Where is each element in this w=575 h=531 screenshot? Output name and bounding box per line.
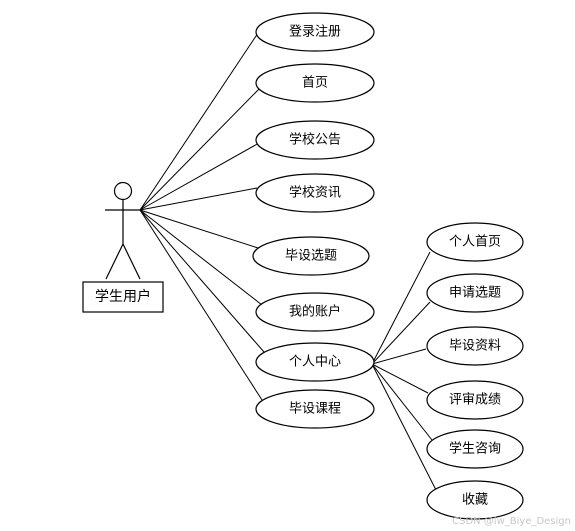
assoc-personal-home: [371, 251, 431, 365]
use-case-materials-label: 毕设资料: [449, 339, 501, 354]
use-case-materials[interactable]: 毕设资料: [426, 326, 524, 366]
use-case-favorites-label: 收藏: [462, 493, 488, 508]
use-case-consult-ellipse: [426, 429, 524, 469]
use-case-login-ellipse: [255, 12, 375, 52]
use-case-personal-home-label: 个人首页: [449, 235, 501, 250]
actor-left-leg: [105, 243, 124, 280]
assoc-login: [139, 26, 263, 211]
use-case-topic-ellipse: [252, 236, 370, 276]
use-case-news-label: 学校资讯: [289, 185, 341, 201]
use-case-home[interactable]: 首页: [255, 63, 375, 103]
actor-associations: [139, 26, 265, 401]
use-case-notice-label: 学校公告: [289, 132, 341, 148]
use-case-personal-home[interactable]: 个人首页: [426, 222, 524, 262]
assoc-account: [139, 209, 263, 306]
use-case-apply-topic[interactable]: 申请选题: [426, 273, 524, 313]
use-case-login[interactable]: 登录注册: [255, 12, 375, 52]
use-case-materials-ellipse: [426, 326, 524, 366]
assoc-topic: [139, 209, 259, 249]
use-case-grades-ellipse: [426, 380, 524, 420]
assoc-home: [139, 87, 261, 211]
actor-label-box: 学生用户: [82, 281, 164, 313]
use-case-course-ellipse: [255, 389, 375, 429]
assoc-favorites: [371, 363, 437, 491]
use-case-center-ellipse: [255, 342, 375, 382]
use-case-center-label: 个人中心: [289, 355, 341, 370]
use-case-favorites[interactable]: 收藏: [426, 480, 524, 520]
use-case-news[interactable]: 学校资讯: [255, 173, 375, 213]
use-case-home-label: 首页: [302, 76, 328, 91]
center-associations: [371, 251, 437, 491]
actor-label: 学生用户: [95, 288, 151, 305]
use-case-center[interactable]: 个人中心: [255, 342, 375, 382]
use-case-personal-home-ellipse: [426, 222, 524, 262]
use-case-course[interactable]: 毕设课程: [255, 389, 375, 429]
use-case-consult-label: 学生咨询: [449, 441, 501, 457]
actor-head: [113, 181, 133, 201]
use-case-apply-topic-ellipse: [426, 273, 524, 313]
use-case-account-label: 我的账户: [289, 304, 341, 320]
actor-right-leg: [122, 243, 141, 280]
actor-figure: [105, 181, 141, 280]
actor-label-frame: [82, 281, 164, 313]
use-case-topic-label: 毕设选题: [285, 249, 337, 264]
assoc-center: [139, 209, 265, 353]
use-case-grades-label: 评审成绩: [449, 393, 501, 408]
assoc-course: [139, 209, 263, 401]
assoc-consult: [371, 363, 433, 441]
assoc-notice: [139, 142, 260, 211]
use-case-consult[interactable]: 学生咨询: [426, 429, 524, 469]
watermark-text: CSDN @lw_Biye_Design: [452, 516, 571, 527]
assoc-news: [139, 187, 258, 211]
use-case-notice-ellipse: [255, 120, 375, 160]
use-case-course-label: 毕设课程: [289, 402, 341, 417]
use-case-favorites-ellipse: [426, 480, 524, 520]
use-case-apply-topic-label: 申请选题: [449, 286, 501, 301]
use-case-login-label: 登录注册: [289, 25, 341, 40]
use-case-news-ellipse: [255, 173, 375, 213]
use-case-account[interactable]: 我的账户: [255, 292, 375, 332]
use-case-grades[interactable]: 评审成绩: [426, 380, 524, 420]
assoc-materials: [371, 348, 427, 365]
use-case-topic[interactable]: 毕设选题: [252, 236, 370, 276]
use-case-notice[interactable]: 学校公告: [255, 120, 375, 160]
assoc-grades: [371, 363, 429, 394]
use-case-account-ellipse: [255, 292, 375, 332]
assoc-apply-topic: [371, 301, 431, 365]
use-case-home-ellipse: [255, 63, 375, 103]
